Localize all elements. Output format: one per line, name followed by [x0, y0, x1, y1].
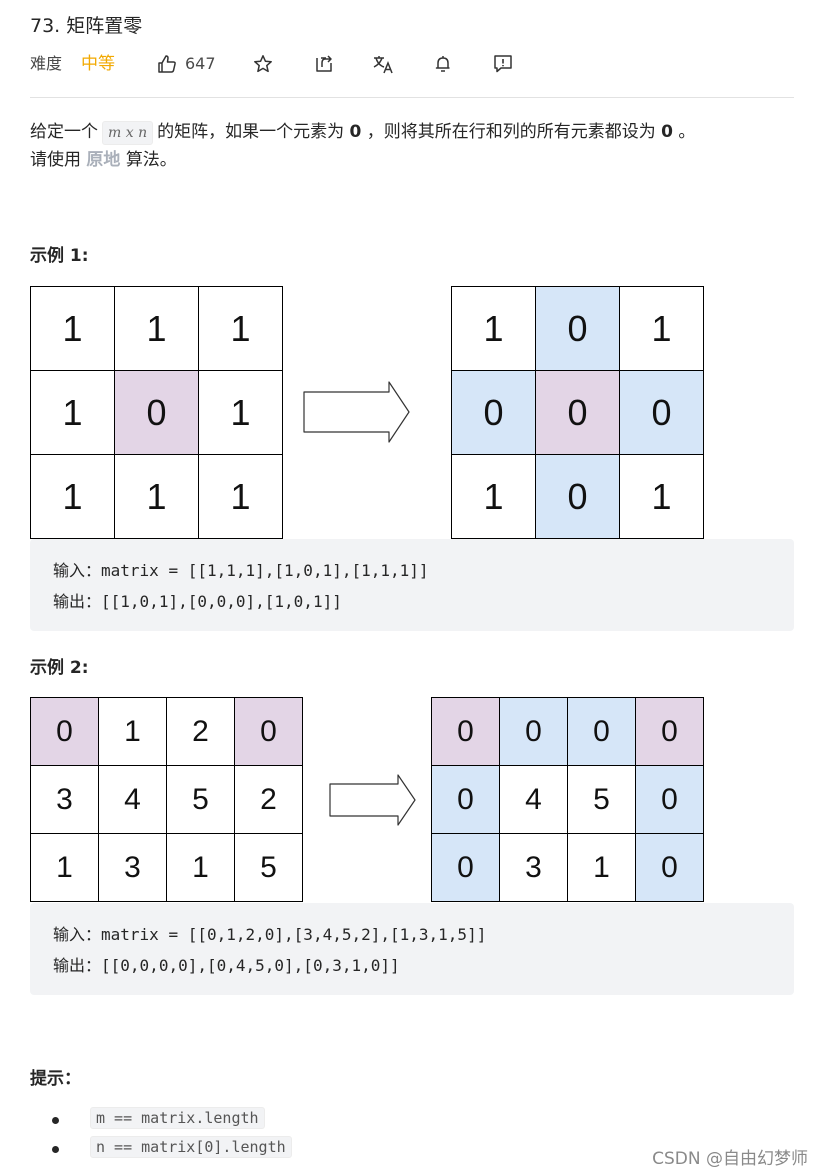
matrix-cell: 5 [166, 765, 235, 834]
bold-zero: 0 [349, 122, 362, 142]
description-text: 。 [678, 122, 696, 142]
thumbs-up-icon[interactable] [155, 50, 179, 78]
matrix-cell-affected: 0 [635, 833, 704, 902]
example-2-heading: 示例 2: [30, 658, 89, 678]
watermark: CSDN @自由幻梦师 [652, 1149, 808, 1169]
matrix-cell-zero: 0 [114, 370, 199, 455]
output-label: 输出： [53, 592, 102, 611]
problem-title: 73. 矩阵置零 [30, 15, 143, 37]
matrix-cell: 1 [114, 454, 199, 539]
example-io-input: 输入：matrix = [[1,1,1],[1,0,1],[1,1,1]] [53, 555, 771, 586]
description-text: 算法。 [125, 150, 177, 170]
matrix-cell-zero: 0 [234, 697, 303, 766]
hints-list: m == matrix.length n == matrix[0].length [52, 1107, 292, 1165]
example-1-heading: 示例 1: [30, 246, 89, 266]
input-value: matrix = [[0,1,2,0],[3,4,5,2],[1,3,1,5]] [101, 925, 487, 944]
matrix-cell: 1 [30, 454, 115, 539]
matrix-cell: 1 [30, 286, 115, 371]
matrix-cell-affected: 0 [451, 370, 536, 455]
share-icon[interactable] [312, 50, 336, 78]
transform-arrow-icon [303, 381, 410, 443]
matrix-cell: 5 [567, 765, 636, 834]
example-io-output: 输出：[[1,0,1],[0,0,0],[1,0,1]] [53, 586, 771, 617]
matrix-cell: 1 [166, 833, 235, 902]
output-label: 输出： [53, 956, 102, 975]
matrix-cell-affected: 0 [567, 697, 636, 766]
matrix-cell-affected: 0 [431, 833, 500, 902]
matrix-cell-affected: 0 [535, 454, 620, 539]
example-io-input: 输入：matrix = [[0,1,2,0],[3,4,5,2],[1,3,1,… [53, 919, 771, 950]
output-value: [[0,0,0,0],[0,4,5,0],[0,3,1,0]] [101, 956, 400, 975]
matrix-cell-affected: 0 [619, 370, 704, 455]
matrix-cell: 1 [98, 697, 167, 766]
like-count: 647 [185, 54, 216, 73]
header-divider [30, 97, 794, 98]
matrix-cell-affected: 0 [535, 286, 620, 371]
matrix-cell: 2 [166, 697, 235, 766]
bell-icon[interactable] [431, 50, 455, 78]
inline-variable: m x n [102, 121, 154, 145]
transform-arrow-icon [329, 774, 416, 826]
matrix-cell: 1 [198, 370, 283, 455]
input-label: 输入： [53, 925, 102, 944]
matrix-cell-affected: 0 [635, 765, 704, 834]
difficulty-label: 难度 [30, 54, 63, 73]
matrix-cell: 1 [30, 370, 115, 455]
problem-meta-bar: 难度 中等 647 [30, 50, 790, 78]
hint-item: n == matrix[0].length [52, 1136, 292, 1165]
translate-icon[interactable] [372, 50, 396, 78]
example-2-code: 输入：matrix = [[0,1,2,0],[3,4,5,2],[1,3,1,… [30, 903, 794, 995]
matrix-cell: 1 [619, 286, 704, 371]
description-text: 请使用 [30, 150, 81, 170]
matrix-cell: 1 [619, 454, 704, 539]
matrix-cell: 5 [234, 833, 303, 902]
matrix-cell-affected: 0 [499, 697, 568, 766]
hint-code: n == matrix[0].length [90, 1136, 292, 1158]
matrix-cell: 1 [567, 833, 636, 902]
matrix-cell: 3 [499, 833, 568, 902]
description-text: 给定一个 [30, 122, 98, 142]
description-text: ，则将其所在行和列的所有元素都设为 [366, 122, 656, 142]
matrix-cell: 1 [198, 286, 283, 371]
example-1-code: 输入：matrix = [[1,1,1],[1,0,1],[1,1,1]] 输出… [30, 539, 794, 631]
matrix-cell: 1 [451, 454, 536, 539]
description-line-2: 请使用 原地 算法。 [30, 146, 800, 174]
matrix-cell: 1 [451, 286, 536, 371]
matrix-cell: 3 [30, 765, 99, 834]
matrix-cell: 1 [198, 454, 283, 539]
hint-item: m == matrix.length [52, 1107, 292, 1136]
matrix-cell: 4 [499, 765, 568, 834]
matrix-cell: 3 [98, 833, 167, 902]
example-io-output: 输出：[[0,0,0,0],[0,4,5,0],[0,3,1,0]] [53, 950, 771, 981]
matrix-cell: 1 [30, 833, 99, 902]
matrix-cell: 2 [234, 765, 303, 834]
matrix-cell-zero: 0 [30, 697, 99, 766]
matrix-cell-zero: 0 [431, 697, 500, 766]
matrix-cell-zero: 0 [635, 697, 704, 766]
hint-code: m == matrix.length [90, 1107, 265, 1129]
star-icon[interactable] [251, 50, 275, 78]
input-label: 输入： [53, 561, 102, 580]
matrix-cell-zero: 0 [535, 370, 620, 455]
feedback-icon[interactable] [491, 50, 515, 78]
output-value: [[1,0,1],[0,0,0],[1,0,1]] [101, 592, 342, 611]
matrix-cell: 4 [98, 765, 167, 834]
difficulty-badge: 中等 [81, 54, 115, 74]
in-place-link[interactable]: 原地 [86, 150, 121, 170]
input-value: matrix = [[1,1,1],[1,0,1],[1,1,1]] [101, 561, 429, 580]
matrix-cell: 1 [114, 286, 199, 371]
hints-heading: 提示： [30, 1069, 81, 1089]
bold-zero: 0 [661, 122, 673, 142]
description-text: 的矩阵，如果一个元素为 [157, 122, 345, 142]
matrix-cell-affected: 0 [431, 765, 500, 834]
